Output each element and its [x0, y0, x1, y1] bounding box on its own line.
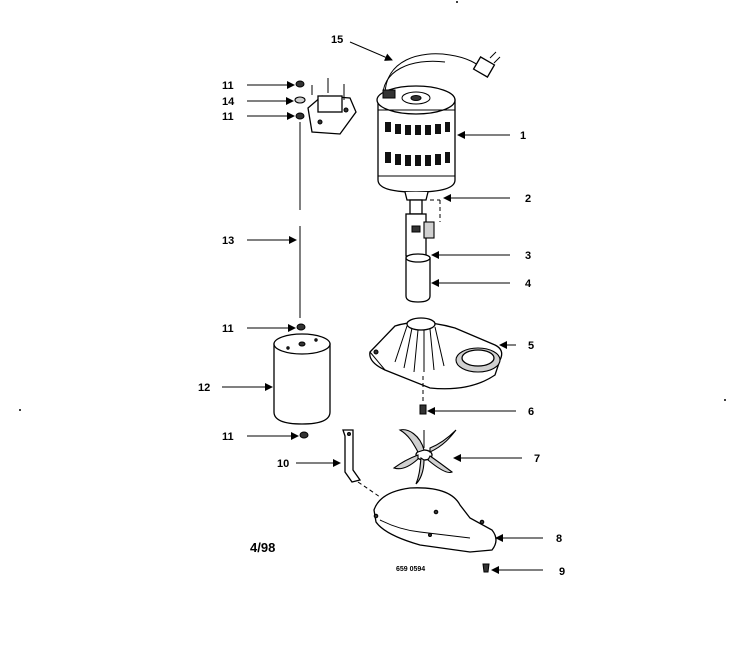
callout-1: 1 [520, 130, 526, 142]
coupling-part [405, 213, 435, 257]
callout-14: 14 [222, 96, 235, 108]
foot-part [482, 563, 490, 573]
callout-11-top: 11 [222, 80, 234, 92]
bracket-part [342, 429, 381, 498]
scan-specks [19, 1, 726, 411]
callout-7: 7 [534, 453, 540, 465]
drawing-number: 659 0594 [396, 566, 425, 573]
nut-part-bottom [299, 431, 309, 439]
callout-12: 12 [198, 382, 210, 394]
float-part [405, 253, 431, 303]
callout-8: 8 [556, 533, 562, 545]
callout-11-third: 11 [222, 323, 234, 335]
upper-housing-part [369, 317, 503, 390]
washer-part [294, 96, 306, 104]
callout-11-bottom: 11 [222, 431, 234, 443]
motor-part [376, 85, 456, 201]
bolt-part [419, 376, 427, 415]
float-cylinder-part [273, 333, 331, 425]
callout-5: 5 [528, 340, 534, 352]
callout-10: 10 [277, 458, 289, 470]
nut-part-second [295, 112, 305, 120]
base-housing-part [373, 487, 497, 553]
callout-2: 2 [525, 193, 531, 205]
callout-9: 9 [559, 566, 565, 578]
switch-bracket-part [307, 78, 357, 135]
callout-4: 4 [525, 278, 532, 290]
date-code: 4/98 [250, 540, 275, 555]
callout-3: 3 [525, 250, 531, 262]
leader-lines [222, 41, 543, 574]
callout-6: 6 [528, 406, 534, 418]
callout-11-second: 11 [222, 111, 234, 123]
impeller-part [392, 429, 457, 485]
nut-part-top [295, 80, 305, 88]
callout-13: 13 [222, 235, 234, 247]
nut-part-third [296, 323, 306, 331]
callout-15: 15 [331, 34, 343, 46]
